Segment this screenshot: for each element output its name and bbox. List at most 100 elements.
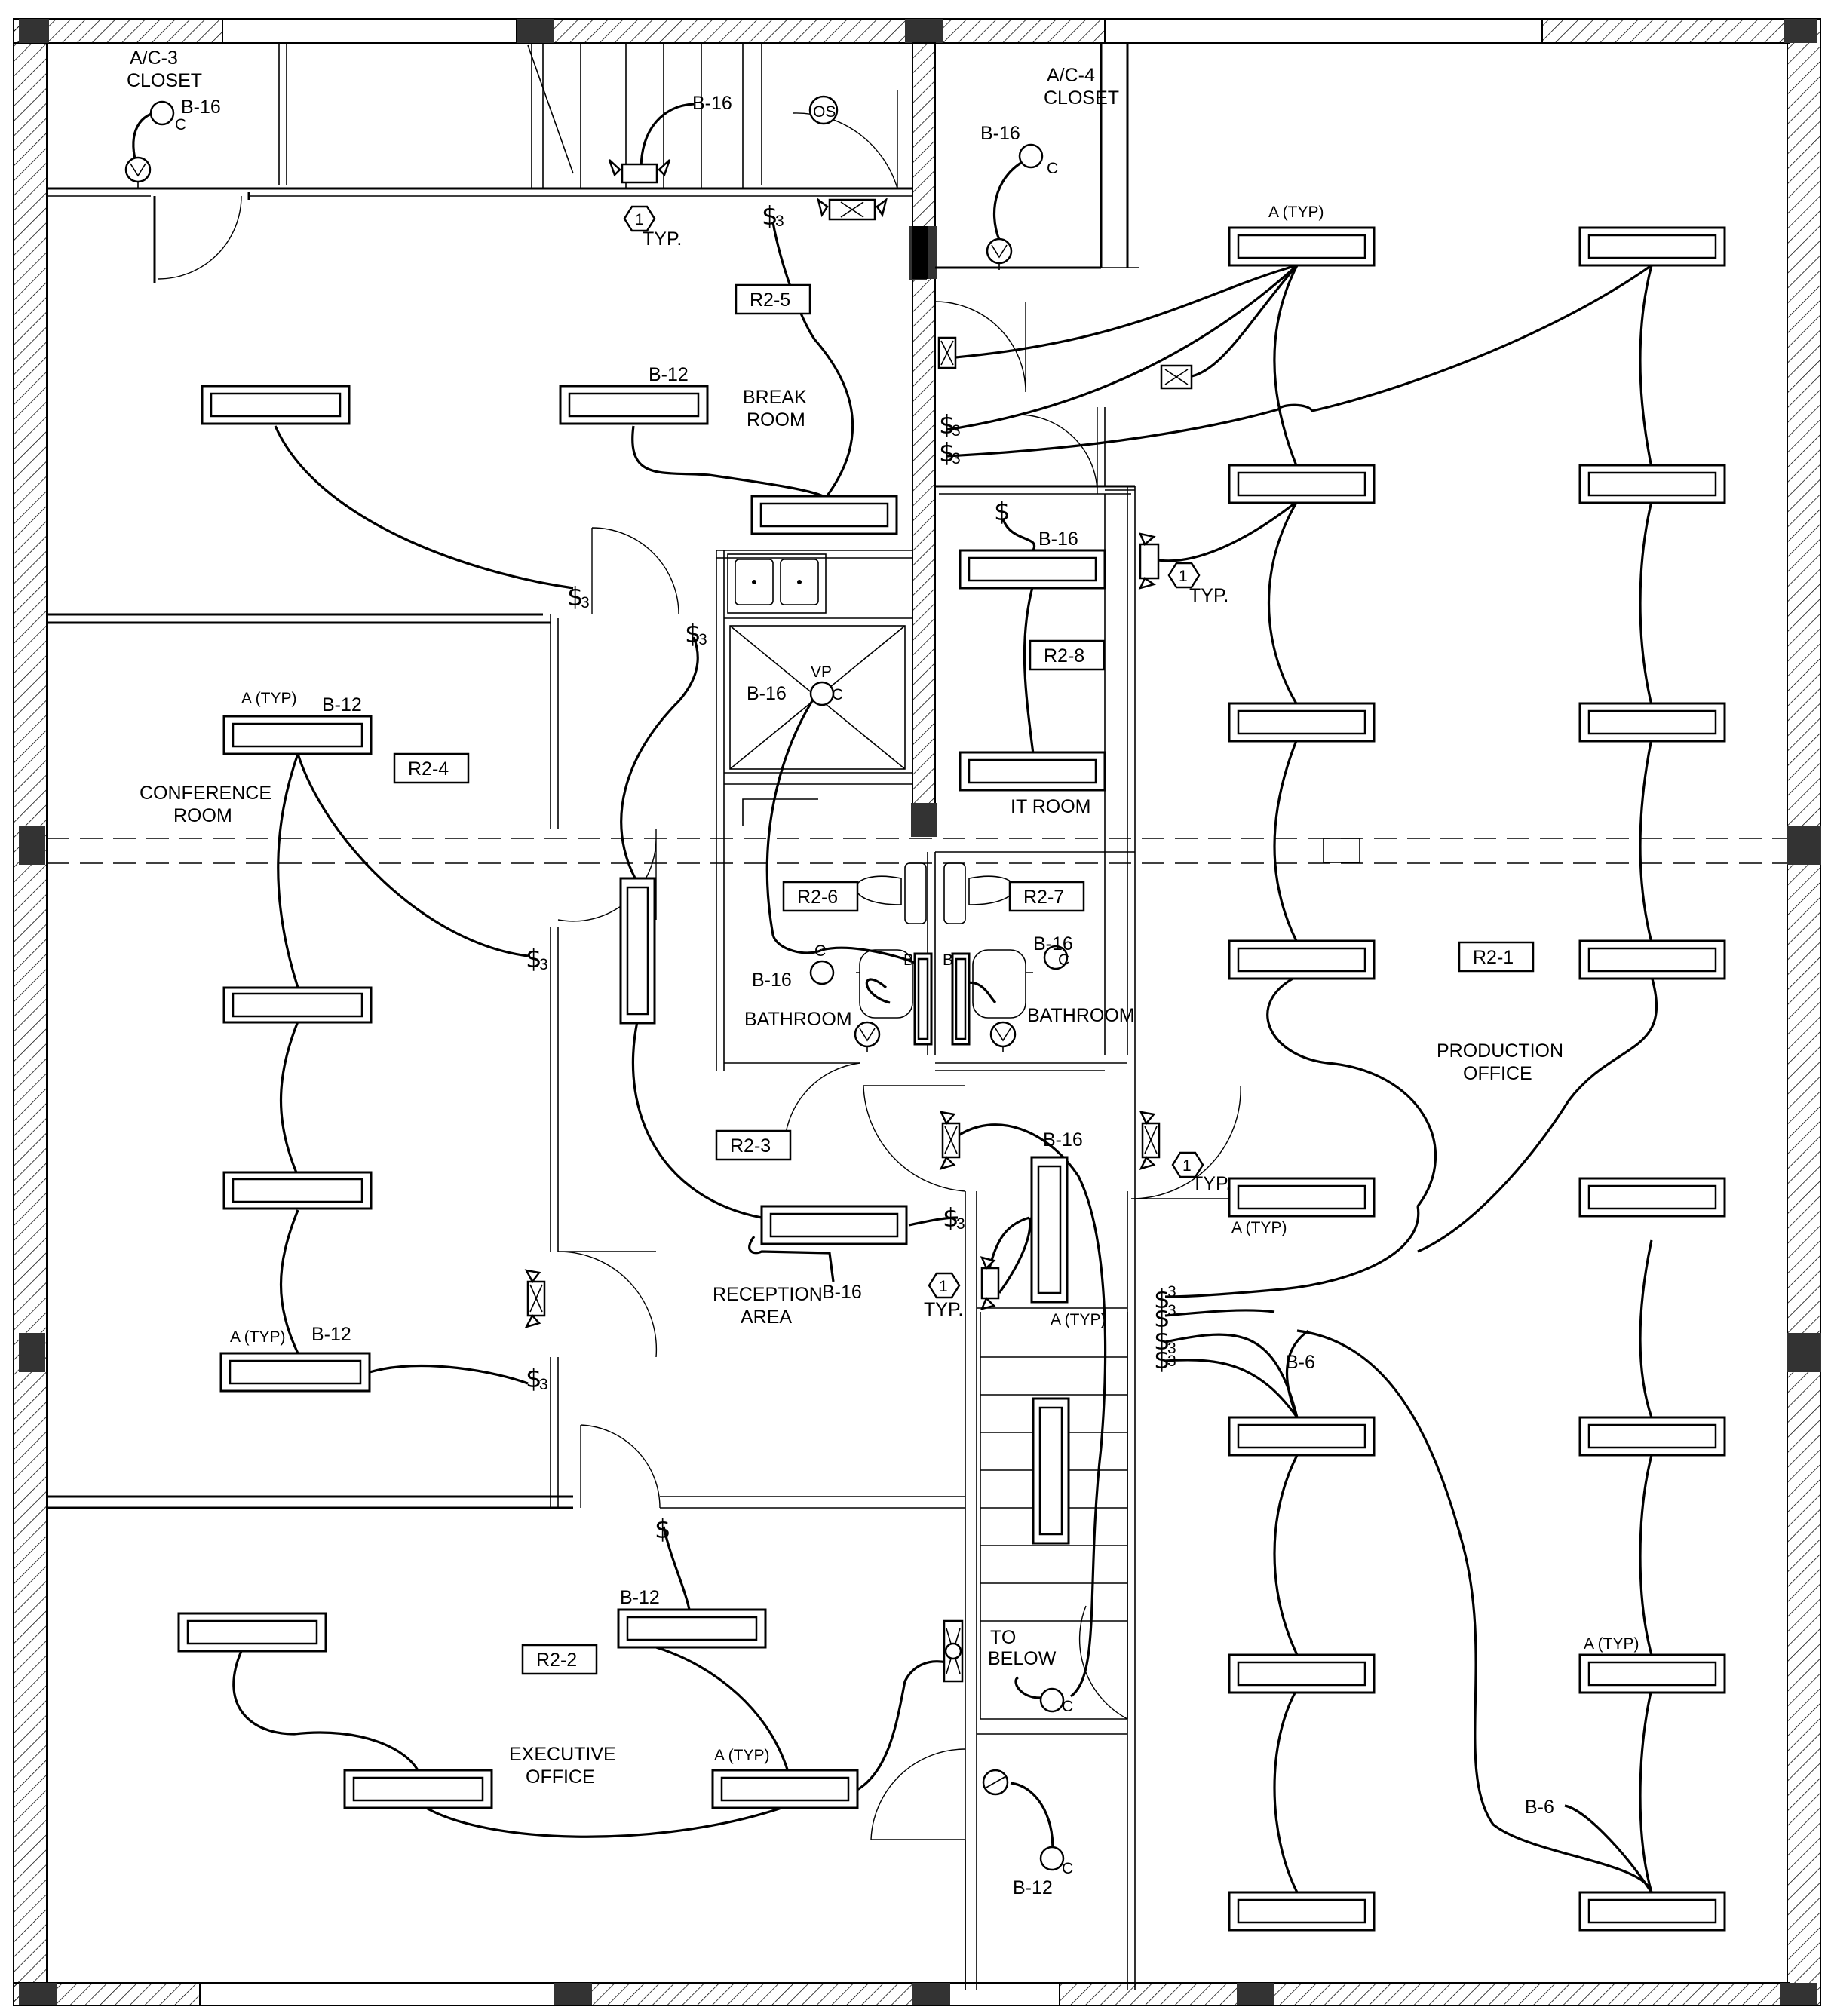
svg-text:R2-1: R2-1 [1473, 947, 1514, 968]
svg-text:B-12: B-12 [1013, 1877, 1053, 1898]
svg-text:B-12: B-12 [620, 1587, 660, 1608]
svg-text:$: $ [943, 1203, 959, 1233]
three-way-switch-icon: $3 [939, 438, 961, 468]
svg-text:A (TYP): A (TYP) [1231, 1219, 1287, 1236]
fixture-prod-l8 [1228, 1891, 1376, 1932]
svg-text:B-16: B-16 [1043, 1129, 1083, 1150]
exit-sign-icon [939, 1111, 961, 1170]
svg-text:B-16: B-16 [752, 970, 792, 991]
fixture-it-1 [959, 549, 1106, 590]
fixture-conf-4 [219, 1352, 371, 1393]
svg-text:TYP.: TYP. [1192, 1173, 1231, 1194]
svg-text:A (TYP): A (TYP) [714, 1747, 770, 1764]
emergency-light-icon [1138, 532, 1160, 590]
stair-note: BELOW [988, 1648, 1057, 1669]
svg-text:$: $ [567, 582, 584, 612]
fixture-bath-left [913, 952, 933, 1046]
fixture-it-2 [959, 751, 1106, 792]
room-label-conference: ROOM [173, 805, 232, 826]
svg-text:3: 3 [1167, 1340, 1176, 1357]
room-label-executive: OFFICE [526, 1766, 595, 1788]
fixture-break-3 [750, 495, 898, 535]
svg-text:A (TYP): A (TYP) [1584, 1635, 1639, 1653]
fixture-prod-l4 [1228, 939, 1376, 980]
grid-line [47, 838, 1787, 864]
fixture-break-2 [559, 385, 709, 425]
room-label-bathroom: BATHROOM [744, 1009, 852, 1030]
svg-text:B-16: B-16 [980, 123, 1020, 144]
fixture-break-1 [201, 385, 351, 425]
fixture-prod-r2 [1578, 464, 1726, 504]
svg-text:C: C [1062, 1698, 1073, 1715]
room-labels: A/C-3 CLOSET A/C-4 CLOSET BREAK ROOM CON… [127, 47, 1563, 1788]
emergency-fixtures [524, 159, 1193, 1683]
fixture-prod-l6 [1228, 1416, 1376, 1457]
svg-text:$: $ [526, 1364, 542, 1394]
svg-text:R2-7: R2-7 [1023, 887, 1064, 908]
circuit-tag: R2-2 [521, 1644, 598, 1675]
svg-text:$: $ [526, 944, 542, 974]
exit-sign-icon [1139, 1111, 1161, 1170]
svg-text:1: 1 [1179, 568, 1188, 585]
fixture-prod-r5 [1578, 1177, 1726, 1218]
svg-text:B-16: B-16 [1033, 933, 1073, 954]
svg-text:TYP.: TYP. [1189, 585, 1228, 606]
vent-fan-icon [986, 237, 1013, 270]
keynote-hexagon-icon: 1 [1171, 1151, 1204, 1178]
circuit-tag: R2-6 [782, 881, 859, 912]
svg-text:C: C [832, 686, 843, 703]
fixture-bath-right [951, 952, 971, 1046]
fixture-stair-v [1032, 1397, 1070, 1545]
svg-text:C: C [1047, 160, 1058, 177]
svg-text:3: 3 [952, 450, 961, 467]
svg-text:$: $ [1154, 1285, 1170, 1315]
fixture-exec-3 [343, 1769, 493, 1809]
exit-sign-icon [937, 336, 957, 369]
fixture-prod-l3 [1228, 702, 1376, 743]
room-label-ac3: CLOSET [127, 70, 202, 91]
switch-icon: $ [994, 497, 1011, 527]
annotations: B-16 C B-16 OS TYP. B-16 C A (TYP) B-12 … [175, 93, 1639, 1898]
room-label-reception: RECEPTION [713, 1284, 823, 1305]
three-way-switch-icon: $3 [943, 1203, 965, 1233]
fixture-prod-r7 [1578, 1653, 1726, 1694]
room-label-it: IT ROOM [1011, 796, 1090, 817]
svg-text:OS: OS [813, 103, 836, 121]
circuit-tag: R2-1 [1458, 941, 1535, 973]
vent-fan-icon [124, 156, 152, 188]
three-way-switch-icon: $3 [685, 619, 707, 649]
room-label-ac3: A/C-3 [130, 47, 178, 69]
occupancy-sensor-icon [808, 95, 839, 125]
circuit-tag: R2-4 [393, 752, 470, 784]
circuit-tag: R2-5 [735, 283, 811, 315]
interior-walls [47, 42, 1139, 1990]
svg-text:$: $ [655, 1515, 671, 1545]
stair-note: TO [990, 1627, 1016, 1648]
svg-text:$: $ [762, 201, 778, 231]
svg-text:B-16: B-16 [181, 97, 221, 118]
svg-text:$: $ [1154, 1326, 1170, 1356]
svg-text:B-12: B-12 [322, 694, 362, 715]
fixture-prod-r4 [1578, 939, 1726, 980]
circuit-tag: R2-8 [1029, 639, 1106, 671]
vapor-proof-light-icon [809, 681, 835, 706]
fixture-conf-1 [222, 715, 373, 755]
ceiling-light-icon [809, 960, 835, 985]
light-fixtures [177, 226, 1726, 1932]
doors [158, 90, 1241, 1840]
svg-text:VP: VP [811, 663, 832, 681]
room-label-bathroom: BATHROOM [1027, 1005, 1135, 1026]
room-label-reception: AREA [741, 1307, 792, 1328]
circuit-tag: R2-7 [1008, 881, 1085, 912]
svg-text:3: 3 [952, 422, 961, 440]
svg-text:A (TYP): A (TYP) [230, 1328, 286, 1346]
wall-light-icon [982, 1769, 1009, 1796]
emergency-light-icon [608, 159, 671, 184]
svg-text:1: 1 [1182, 1157, 1192, 1175]
room-label-production: PRODUCTION [1437, 1040, 1563, 1062]
fixture-conf-3 [222, 1171, 373, 1210]
three-way-switch-icon: $3 [1154, 1283, 1176, 1315]
room-label-ac4: CLOSET [1044, 87, 1119, 109]
svg-text:1: 1 [939, 1278, 948, 1295]
